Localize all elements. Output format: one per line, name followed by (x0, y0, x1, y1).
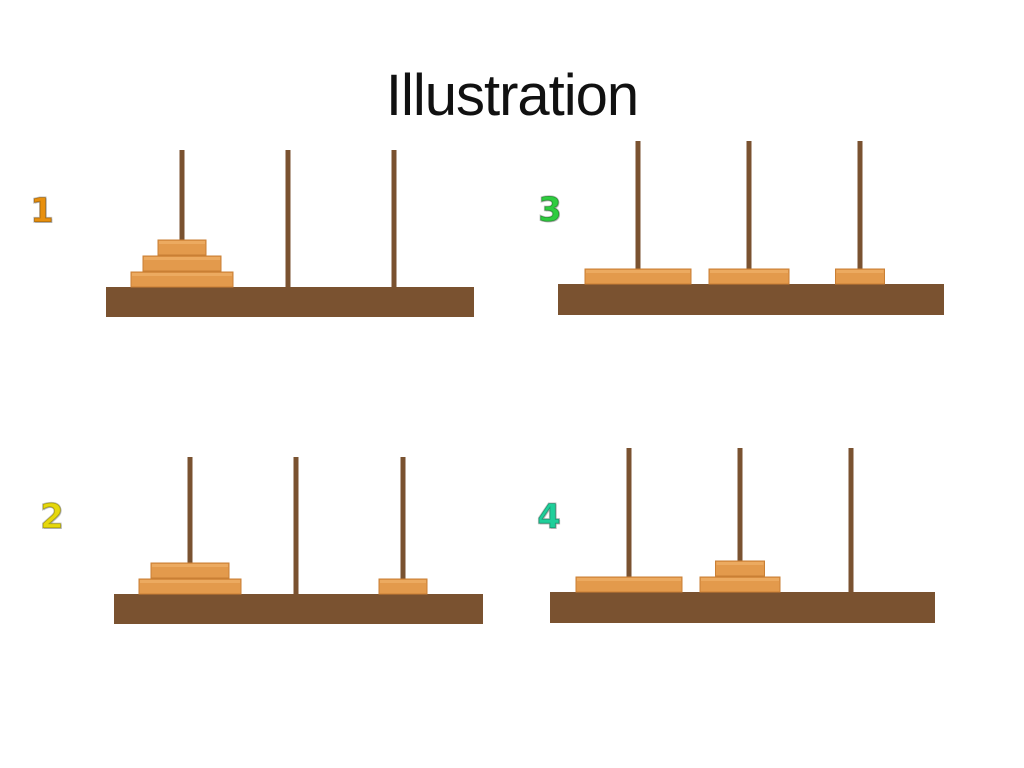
disk-size-3 (584, 268, 692, 285)
disk-highlight (716, 562, 764, 565)
peg-3 (400, 457, 406, 594)
tower-base (558, 284, 944, 315)
disk-size-3 (138, 578, 242, 595)
disk-size-1 (157, 239, 207, 256)
tower-svg (114, 457, 483, 624)
page-title: Illustration (385, 63, 639, 128)
disk-highlight (159, 241, 205, 244)
disk-highlight (144, 257, 220, 260)
step-number-1: 1 (29, 191, 54, 231)
disk-highlight (132, 273, 232, 276)
disk-highlight (586, 270, 690, 273)
disk-highlight (577, 578, 681, 581)
peg-2 (293, 457, 299, 594)
disk-size-3 (130, 271, 234, 288)
disk-size-3 (575, 576, 683, 593)
peg-1 (635, 141, 641, 284)
peg-3 (391, 150, 397, 287)
disk-highlight (152, 564, 228, 567)
peg-3 (848, 448, 854, 592)
peg-2 (285, 150, 291, 287)
step-number-3: 3 (537, 190, 562, 230)
tower-board-2 (114, 457, 483, 624)
step-number-2: 2 (39, 497, 64, 537)
tower-board-1 (106, 150, 474, 317)
disk-size-1 (835, 268, 885, 285)
peg-3 (857, 141, 863, 284)
tower-svg (550, 448, 935, 623)
disk-highlight (836, 270, 884, 273)
peg-2 (746, 141, 752, 284)
disk-size-1 (378, 578, 428, 595)
peg-1 (187, 457, 193, 594)
tower-board-3 (558, 141, 944, 315)
disk-highlight (710, 270, 788, 273)
disk-highlight (701, 578, 779, 581)
tower-svg (558, 141, 944, 315)
disk-size-2 (142, 255, 222, 272)
peg-2 (737, 448, 743, 592)
tower-base (106, 287, 474, 317)
disk-size-2 (699, 576, 781, 593)
peg-1 (179, 150, 185, 287)
tower-base (550, 592, 935, 623)
tower-base (114, 594, 483, 624)
disk-highlight (140, 580, 240, 583)
disk-size-2 (708, 268, 790, 285)
tower-board-4 (550, 448, 935, 623)
peg-1 (626, 448, 632, 592)
tower-svg (106, 150, 474, 317)
disk-size-2 (150, 562, 230, 579)
step-number-4: 4 (536, 497, 561, 537)
disk-highlight (380, 580, 426, 583)
disk-size-1 (715, 560, 765, 577)
